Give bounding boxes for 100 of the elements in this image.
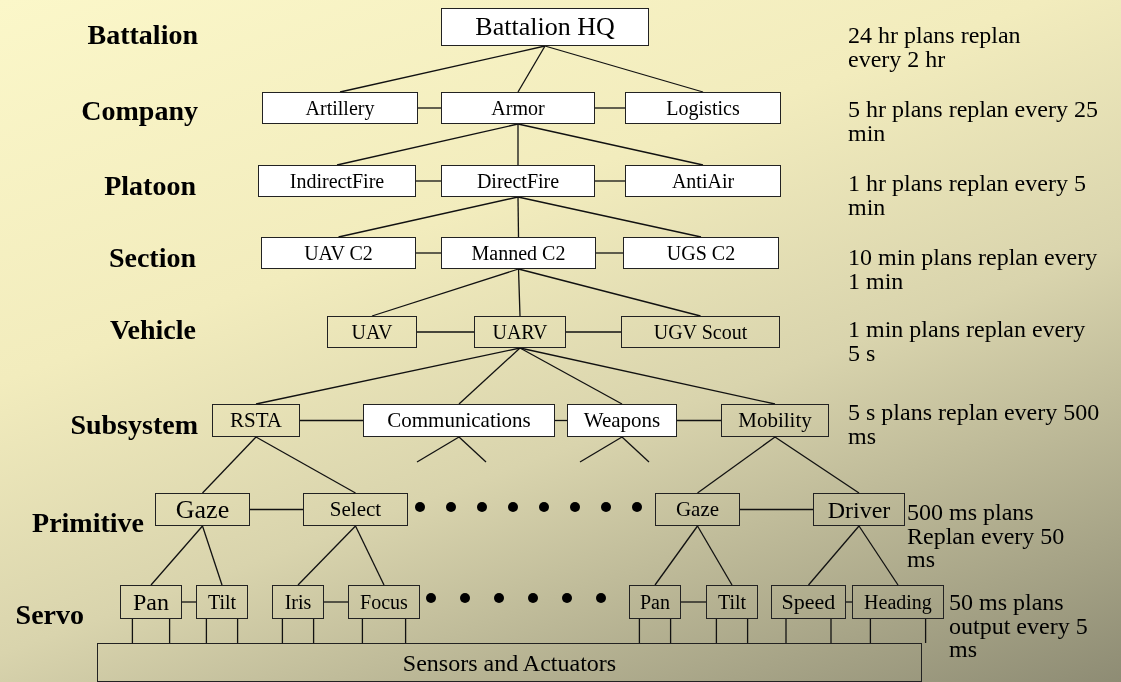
connector-line	[517, 123, 519, 166]
hierarchy-box: Mobility	[721, 404, 829, 437]
level-label: Section	[108, 244, 196, 272]
connector-line	[654, 525, 699, 586]
connector-line	[517, 268, 702, 317]
connector-line	[337, 196, 519, 238]
hierarchy-box: Sensors and Actuators	[97, 643, 922, 682]
connector-line	[858, 525, 899, 586]
connector-line	[715, 618, 718, 644]
hierarchy-box: Weapons	[567, 404, 677, 437]
connector-line	[544, 45, 704, 93]
hierarchy-box: Heading	[852, 585, 944, 619]
hierarchy-box: Tilt	[706, 585, 758, 619]
connector-line	[205, 618, 208, 644]
timing-note: 50 ms plans output every 5 ms	[949, 590, 1089, 662]
hierarchy-box: Focus	[348, 585, 420, 619]
level-label: Primitive	[32, 509, 144, 537]
connector-line	[415, 180, 442, 182]
level-label: Company	[81, 97, 198, 125]
connector-line	[371, 268, 520, 317]
connector-line	[236, 618, 239, 644]
hierarchy-box: Select	[303, 493, 408, 526]
level-label: Subsystem	[70, 411, 198, 439]
connector-line	[517, 196, 702, 238]
connector-line	[774, 436, 860, 494]
hierarchy-box: Battalion HQ	[441, 8, 649, 46]
connector-line	[739, 508, 814, 511]
connector-line	[565, 331, 622, 333]
connector-line	[458, 436, 487, 463]
connector-line	[579, 436, 623, 463]
hierarchy-box: UAV	[327, 316, 417, 348]
connector-line	[312, 618, 315, 644]
level-label: Servo	[15, 601, 84, 629]
hierarchy-box: Artillery	[262, 92, 418, 124]
connector-line	[297, 525, 357, 586]
hierarchy-box: Tilt	[196, 585, 248, 619]
connector-line	[680, 601, 707, 603]
level-label: Platoon	[104, 172, 196, 200]
hierarchy-box: Speed	[771, 585, 846, 619]
connector-line	[669, 618, 672, 644]
hierarchy-box: AntiAir	[625, 165, 781, 197]
connector-line	[131, 618, 134, 644]
hierarchy-box: Driver	[813, 493, 905, 526]
connector-line	[255, 347, 521, 405]
connector-line	[830, 618, 832, 644]
connector-line	[845, 601, 853, 603]
connector-line	[361, 618, 364, 644]
connector-line	[416, 436, 460, 463]
timing-note: 1 min plans replan every 5 s	[848, 318, 1087, 366]
connector-line	[595, 252, 624, 254]
connector-line	[336, 123, 519, 166]
hierarchy-box: Communications	[363, 404, 555, 437]
hierarchy-box: DirectFire	[441, 165, 595, 197]
connector-line	[517, 268, 521, 317]
connector-line	[339, 45, 546, 93]
connector-line	[354, 525, 385, 586]
connector-line	[519, 347, 776, 405]
connector-line	[415, 252, 442, 254]
timing-note: 500 ms plans Replan every 50 ms	[907, 500, 1066, 572]
level-label: Battalion	[87, 21, 198, 49]
level-label: Vehicle	[109, 316, 196, 344]
hierarchy-box: Pan	[629, 585, 681, 619]
hierarchy-box: Logistics	[625, 92, 781, 124]
connector-line	[594, 180, 626, 182]
connector-line	[696, 525, 733, 586]
connector-line	[416, 331, 475, 333]
timing-note: 5 s plans replan every 500 ms	[848, 401, 1101, 449]
connector-line	[201, 525, 223, 586]
connector-line	[281, 618, 284, 644]
connector-line	[417, 107, 442, 109]
connector-line	[746, 618, 749, 644]
connector-line	[168, 618, 171, 644]
connector-line	[807, 525, 860, 586]
connector-line	[458, 347, 521, 405]
hierarchy-box: RSTA	[212, 404, 300, 437]
connector-line	[924, 618, 927, 644]
connector-line	[696, 436, 776, 494]
connector-line	[621, 436, 650, 463]
hierarchy-box: Gaze	[155, 493, 250, 526]
hierarchy-box: IndirectFire	[258, 165, 416, 197]
connector-line	[517, 196, 520, 238]
connector-line	[150, 525, 204, 586]
hierarchy-box: UAV C2	[261, 237, 416, 269]
connector-line	[404, 618, 407, 644]
connector-line	[594, 107, 626, 109]
connector-line	[201, 436, 257, 494]
timing-note: 1 hr plans replan every 5 min	[848, 172, 1087, 220]
connector-line	[785, 618, 787, 644]
hierarchy-box: Pan	[120, 585, 182, 619]
hierarchy-box: UARV	[474, 316, 566, 348]
timing-note: 24 hr plans replan every 2 hr	[848, 24, 1022, 72]
hierarchy-box: Armor	[441, 92, 595, 124]
hierarchy-box: Iris	[272, 585, 324, 619]
hierarchy-box: UGS C2	[623, 237, 779, 269]
connector-line	[676, 419, 722, 422]
connector-line	[517, 123, 704, 166]
connector-line	[255, 436, 357, 494]
connector-line	[299, 419, 364, 422]
connector-line	[517, 45, 546, 93]
hierarchy-box: UGV Scout	[621, 316, 780, 348]
